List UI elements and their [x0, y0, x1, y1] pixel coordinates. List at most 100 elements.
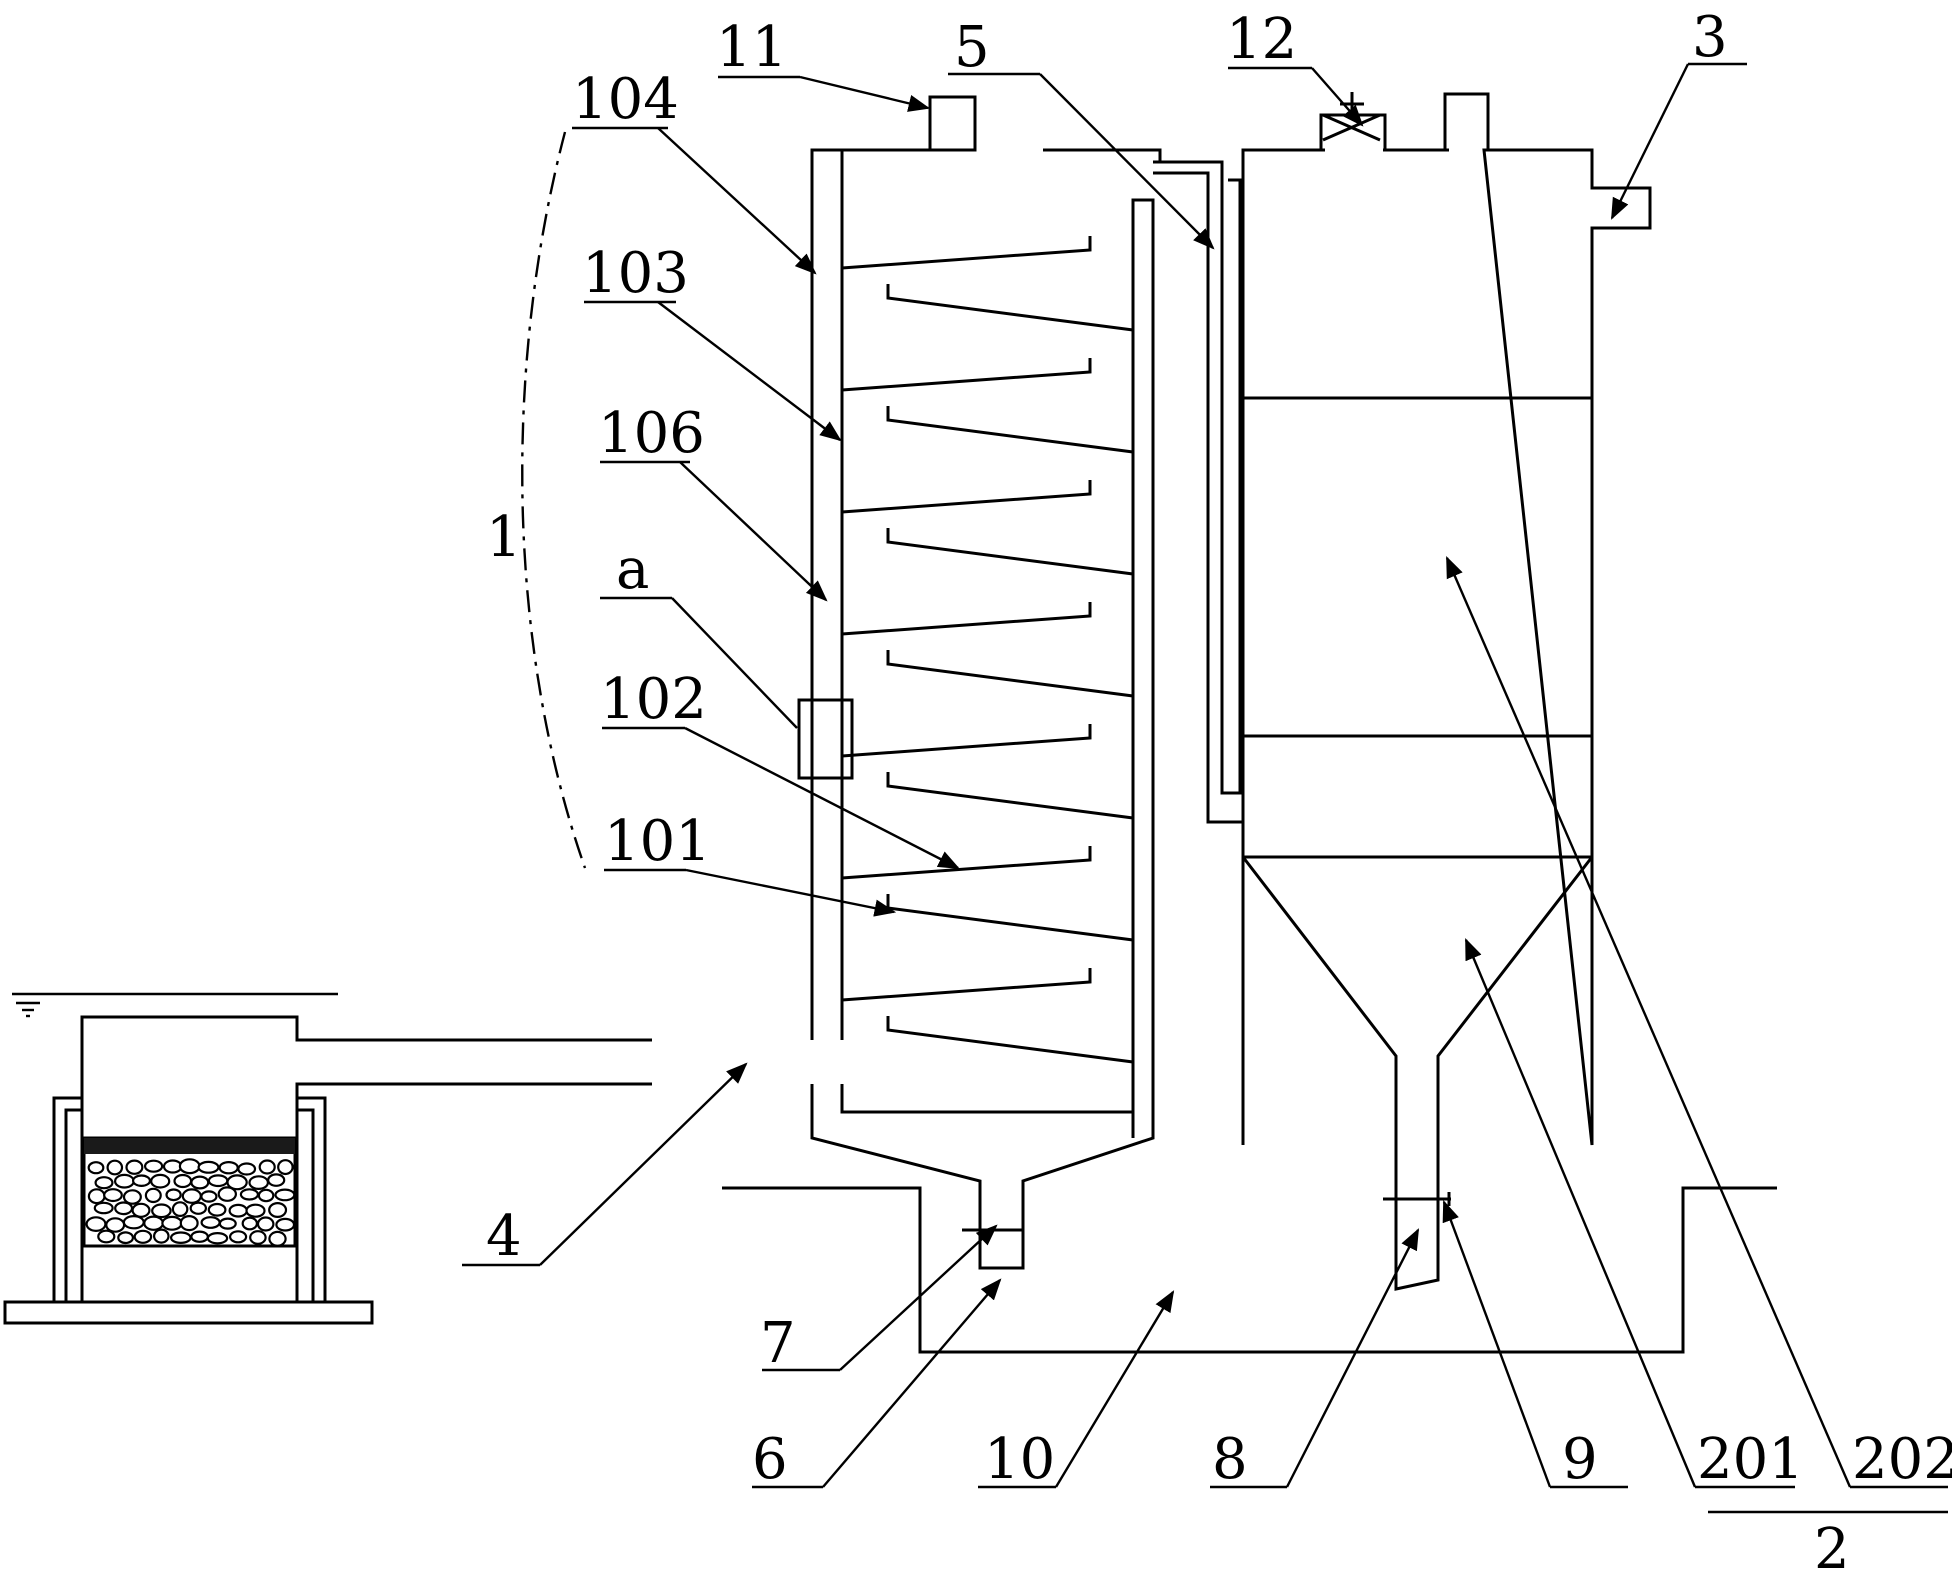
gravel-pebble [217, 1186, 237, 1202]
gravel-pebble [133, 1229, 153, 1244]
ground-trough [722, 1186, 1777, 1354]
baffle-right-5 [886, 772, 1134, 820]
gravel-pebble [256, 1216, 275, 1232]
top-vent [928, 95, 977, 152]
gravel-pebble [161, 1215, 183, 1231]
gravel-pebble [106, 1159, 124, 1176]
gravel-pebble [229, 1230, 248, 1244]
gravel-pebble [228, 1203, 248, 1218]
settling-tank [1241, 92, 1652, 1291]
filter-collection-box [3, 992, 652, 1325]
gravel-pebble [144, 1187, 162, 1204]
label-6: 6 [752, 1427, 788, 1492]
gravel-pebble [190, 1175, 210, 1190]
gravel-pebble [207, 1174, 229, 1188]
gravel-pebble [267, 1173, 286, 1187]
gravel-pebble [277, 1159, 294, 1176]
label-10: 10 [984, 1427, 1055, 1492]
gravel-pebble [181, 1188, 202, 1204]
inclined-baffles [841, 236, 1134, 1064]
gravel-pebble [150, 1173, 171, 1189]
baffle-left-5 [841, 724, 1092, 758]
label-2: 2 [1814, 1517, 1850, 1575]
label-12: 12 [1226, 7, 1297, 72]
baffle-right-4 [886, 650, 1134, 698]
label-101: 101 [604, 809, 711, 874]
baffle-left-6 [841, 846, 1092, 880]
gravel-pebble [87, 1188, 106, 1205]
gravel-pebble [144, 1159, 164, 1173]
label-103: 103 [582, 241, 689, 306]
gravel-pebble [275, 1217, 296, 1232]
gravel-pebble [171, 1201, 189, 1217]
gravel-pebble [162, 1159, 183, 1174]
gravel-pebble [218, 1160, 239, 1175]
baffle-left-2 [841, 358, 1092, 392]
gravel-pebble [113, 1173, 135, 1189]
baffle-left-7 [841, 968, 1092, 1002]
baffle-right-3 [886, 528, 1134, 576]
gravel-pebble [151, 1203, 172, 1219]
gravel-pebble [200, 1190, 218, 1203]
gravel-pebble [257, 1188, 275, 1203]
outer-frame [52, 1096, 327, 1302]
top-port [1443, 92, 1490, 150]
gravel-pebble [117, 1231, 134, 1245]
gravel-pebble [153, 1228, 170, 1244]
baffle-right-2 [886, 406, 1134, 454]
top-valve [1319, 113, 1387, 150]
gravel-pebble [103, 1188, 123, 1203]
gravel-pebble [197, 1160, 220, 1174]
label-11: 11 [716, 15, 787, 80]
gravel-pebble [258, 1159, 276, 1175]
gravel-pebble [237, 1162, 257, 1176]
gravel-pebble [85, 1216, 107, 1232]
gravel-pebble [239, 1188, 259, 1201]
settling-tank-wall [1241, 148, 1652, 1146]
label-4: 4 [486, 1204, 522, 1269]
baffle-left-1 [841, 236, 1092, 270]
gravel-pebble [114, 1201, 134, 1216]
gravel-pebble [93, 1201, 114, 1215]
baffle-right-7 [886, 1016, 1134, 1064]
gravel-pebble [268, 1201, 288, 1218]
gravel-pebble [207, 1202, 227, 1217]
gravel-pebble [132, 1174, 152, 1187]
label-102: 102 [600, 667, 707, 732]
gravel-layer [85, 1158, 296, 1247]
label-3: 3 [1692, 5, 1728, 70]
gravel-pebble [122, 1214, 145, 1230]
label-202: 202 [1852, 1427, 1952, 1492]
gravel-pebble [179, 1214, 199, 1232]
base-plate [3, 1300, 374, 1325]
label-9: 9 [1562, 1427, 1598, 1492]
detail-mark-a [797, 698, 854, 780]
label-1: 1 [486, 505, 522, 570]
label-201: 201 [1697, 1427, 1804, 1492]
label-1-brace [521, 131, 587, 869]
gravel-pebble [190, 1230, 209, 1243]
baffle-left-4 [841, 602, 1092, 636]
label-5: 5 [954, 15, 990, 80]
gravel-pebble [189, 1201, 207, 1215]
gravel-pebble [206, 1231, 229, 1245]
gravel-pebble [178, 1158, 201, 1175]
gravel-pebble [143, 1215, 165, 1231]
gravel-pebble [218, 1217, 237, 1230]
gravel-pebble [274, 1188, 296, 1202]
leader-lines [462, 62, 1948, 1489]
overflow-pipe [1153, 160, 1242, 795]
gravel-pebble [245, 1203, 266, 1218]
gravel-pebble [173, 1173, 193, 1189]
baffle-left-3 [841, 480, 1092, 514]
gravel-pebble [131, 1202, 151, 1218]
label-8: 8 [1212, 1427, 1248, 1492]
gravel-pebble [226, 1174, 248, 1191]
gravel-pebble [87, 1161, 105, 1175]
baffle-right-6 [886, 894, 1134, 942]
reaction-tank [797, 95, 1245, 1270]
gravel-pebble [268, 1230, 287, 1247]
label-106: 106 [598, 401, 705, 466]
